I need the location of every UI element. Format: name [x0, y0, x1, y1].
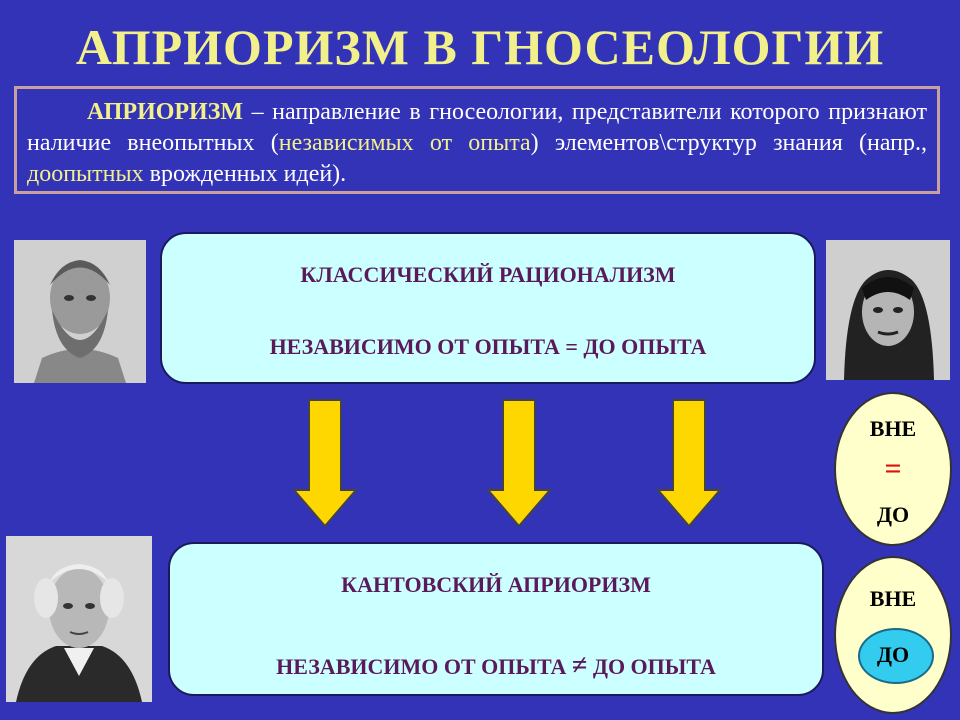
classical-rationalism-formula: НЕЗАВИСИМО ОТ ОПЫТА = ДО ОПЫТА — [269, 334, 707, 359]
oval-top-label: ВНЕ — [869, 586, 917, 611]
kant-portrait-image — [6, 536, 152, 702]
oval-top-label: ВНЕ — [869, 416, 917, 441]
down-arrow-icon — [486, 399, 552, 528]
down-arrow-icon — [656, 399, 722, 528]
definition-part: врожденных идей). — [143, 161, 347, 187]
not-equal-oval: ВНЕ ДО — [834, 556, 952, 714]
oval-bottom-label: ДО — [876, 642, 910, 667]
plato-bust-image — [14, 240, 146, 383]
down-arrow-icon — [292, 399, 358, 528]
kantian-apriorism-panel: КАНТОВСКИЙ АПРИОРИЗМ НЕЗАВИСИМО ОТ ОПЫТА… — [168, 542, 824, 696]
definition-term: АПРИОРИЗМ — [87, 99, 244, 125]
kantian-apriorism-formula: НЕЗАВИСИМО ОТ ОПЫТА ≠ ДО ОПЫТА — [170, 650, 822, 682]
definition-part: ) элементов\структур знания (напр., — [530, 130, 927, 156]
equal-sign: = — [884, 452, 902, 485]
definition-box: АПРИОРИЗМ – направление в гносеологии, п… — [14, 86, 940, 194]
pre-experience-circle — [858, 628, 934, 684]
kantian-apriorism-heading: КАНТОВСКИЙ АПРИОРИЗМ — [341, 572, 651, 597]
descartes-portrait-image — [826, 240, 950, 380]
equal-oval: ВНЕ = ДО — [834, 392, 952, 546]
highlight-independent: независимых от опыта — [278, 130, 531, 156]
classical-rationalism-heading: КЛАССИЧЕСКИЙ РАЦИОНАЛИЗМ — [300, 262, 676, 287]
definition-part: – направление в гносеологии, представите… — [27, 99, 927, 156]
formula-left: НЕЗАВИСИМО ОТ ОПЫТА — [276, 654, 572, 679]
oval-bottom-label: ДО — [876, 502, 910, 527]
not-equal-sign: ≠ — [571, 650, 588, 681]
page-title: АПРИОРИЗМ В ГНОСЕОЛОГИИ — [75, 19, 885, 75]
definition-text: АПРИОРИЗМ – направление в гносеологии, п… — [27, 97, 927, 190]
highlight-pre-experience: доопытных — [27, 161, 144, 187]
formula-right: ДО ОПЫТА — [587, 654, 716, 679]
classical-rationalism-panel: КЛАССИЧЕСКИЙ РАЦИОНАЛИЗМ НЕЗАВИСИМО ОТ О… — [160, 232, 816, 384]
